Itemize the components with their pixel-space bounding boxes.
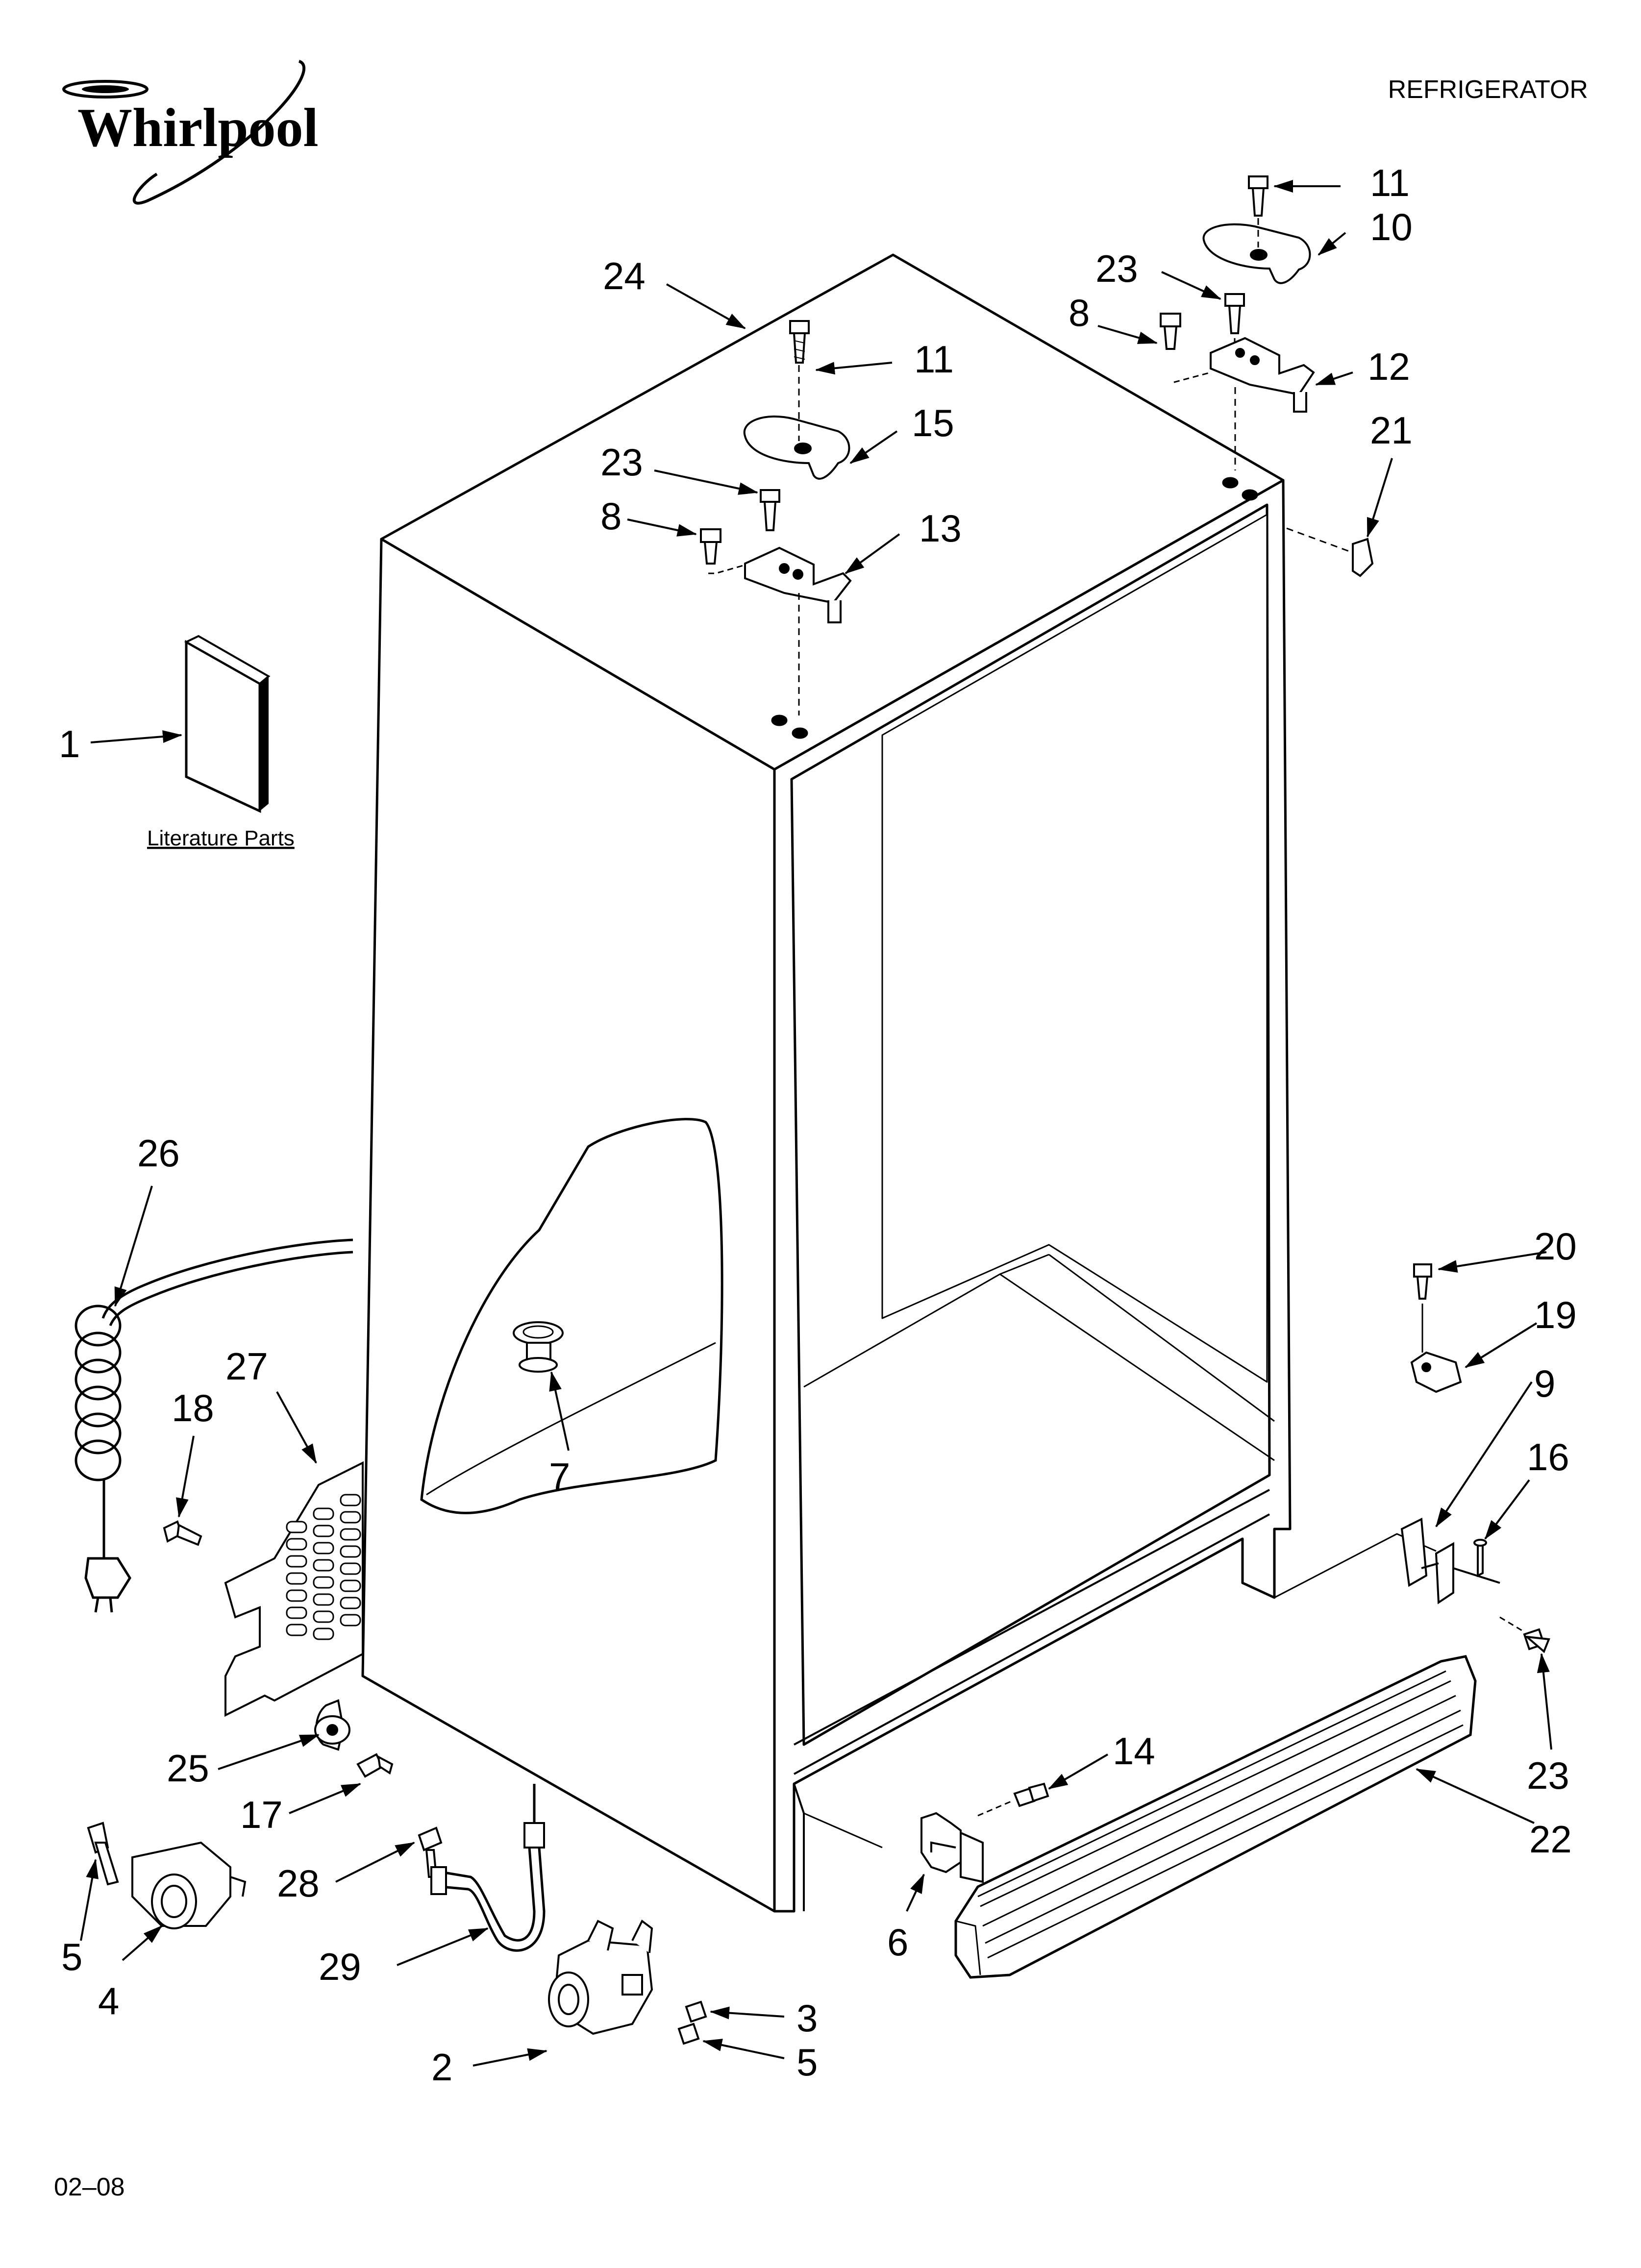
callout-23: 23 xyxy=(1527,1754,1569,1797)
callout-12: 12 xyxy=(1368,345,1410,388)
callout-11: 11 xyxy=(1370,161,1410,204)
callout-14: 14 xyxy=(1113,1729,1155,1773)
part-21-clip xyxy=(1286,527,1374,577)
callout-5: 5 xyxy=(61,1935,82,1978)
callout-8: 8 xyxy=(1069,291,1090,334)
callout-17: 17 xyxy=(240,1793,283,1836)
callout-20: 20 xyxy=(1534,1225,1577,1268)
bottom-hinge-assembly xyxy=(1400,1263,1550,1653)
callout-7: 7 xyxy=(549,1455,570,1498)
callout-13: 13 xyxy=(919,507,962,550)
front-roller-assembly xyxy=(87,1822,247,1929)
cabinet xyxy=(361,253,1437,1913)
callout-16: 16 xyxy=(1527,1435,1569,1479)
callout-9: 9 xyxy=(1534,1362,1555,1405)
callout-23: 23 xyxy=(600,441,643,484)
base-grille xyxy=(954,1655,1477,1979)
grille-clip-6 xyxy=(920,1812,984,1883)
callout-22: 22 xyxy=(1529,1818,1572,1861)
callout-24: 24 xyxy=(603,254,646,297)
callout-21: 21 xyxy=(1370,409,1413,452)
screw-14 xyxy=(977,1782,1049,1817)
callout-26: 26 xyxy=(137,1132,180,1175)
callout-3: 3 xyxy=(796,1997,818,2040)
callout-27: 27 xyxy=(225,1345,268,1388)
callout-2: 2 xyxy=(431,2046,452,2089)
screw-17 xyxy=(356,1753,394,1778)
callout-10: 10 xyxy=(1370,205,1413,248)
screw-11-left xyxy=(789,320,810,364)
callout-8: 8 xyxy=(600,494,622,538)
water-line-assembly xyxy=(418,1784,546,1952)
callout-18: 18 xyxy=(172,1386,214,1430)
cutaway-view xyxy=(420,1118,723,1514)
callout-23: 23 xyxy=(1095,247,1138,290)
literature-booklet: Literature Parts xyxy=(147,635,295,850)
screw-18 xyxy=(163,1520,202,1546)
callout-5: 5 xyxy=(796,2041,818,2084)
right-top-hinge-assembly xyxy=(1160,175,1315,470)
callout-29: 29 xyxy=(319,1945,361,1988)
whirlpool-logo: Whirlpool xyxy=(62,60,319,205)
callout-1: 1 xyxy=(59,722,80,765)
callout-labels: 11 10 23 8 12 21 24 11 15 23 8 13 1 26 2… xyxy=(59,161,1577,2089)
callout-6: 6 xyxy=(887,1921,908,1964)
section-title: REFRIGERATOR xyxy=(1388,75,1588,104)
callout-11: 11 xyxy=(914,338,954,381)
rear-access-panel xyxy=(224,1461,364,1717)
revision-code: 02–08 xyxy=(54,2173,125,2201)
callout-19: 19 xyxy=(1534,1293,1577,1336)
bracket-25 xyxy=(314,1699,350,1751)
leader-lines xyxy=(80,180,1552,2067)
rear-roller-assembly xyxy=(548,1919,707,2045)
callout-28: 28 xyxy=(277,1862,320,1905)
callout-25: 25 xyxy=(167,1747,209,1790)
left-top-hinge-assembly xyxy=(700,320,852,715)
brand-name: Whirlpool xyxy=(77,98,319,158)
callout-15: 15 xyxy=(912,401,954,444)
callout-4: 4 xyxy=(98,1979,119,2022)
literature-parts-label: Literature Parts xyxy=(147,826,295,850)
